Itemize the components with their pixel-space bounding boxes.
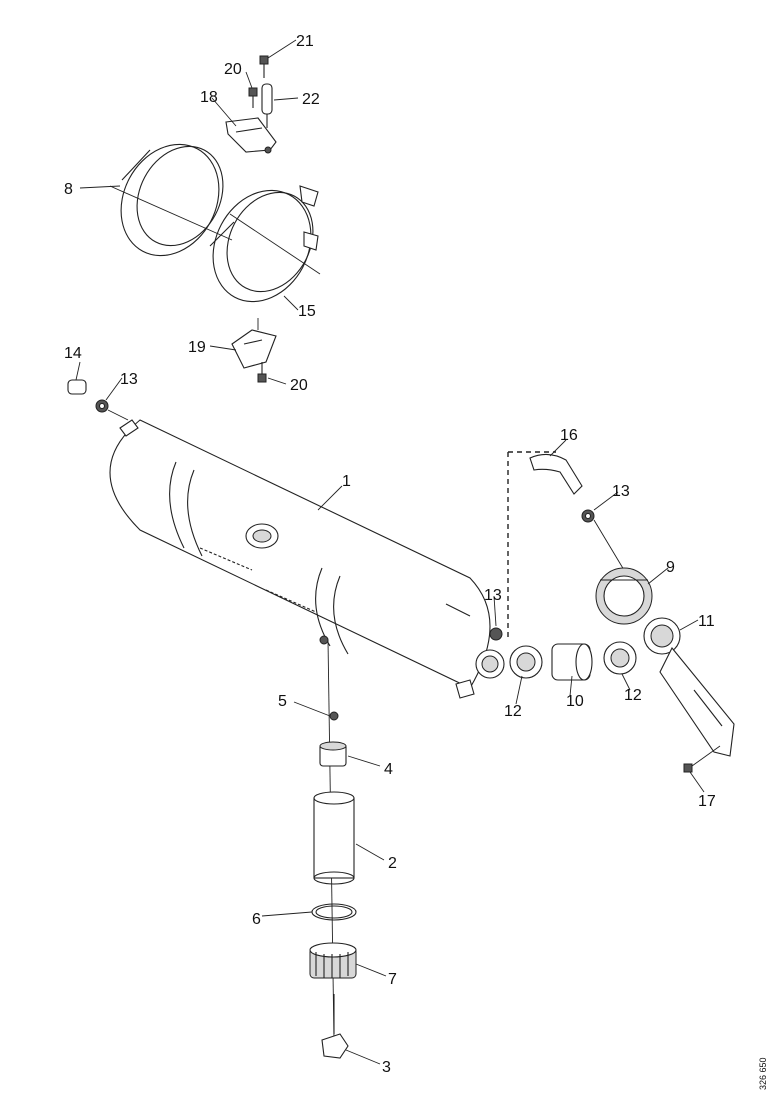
sleeve-2: [313, 791, 355, 885]
callout-10: 10: [566, 693, 584, 710]
cap-nut-7: [309, 942, 357, 979]
nut-5: [329, 711, 339, 721]
clamp-pin-22: [261, 83, 273, 128]
callout-12-right: 12: [624, 687, 642, 704]
bracket-upper: [225, 117, 277, 154]
callout-20-upper: 20: [224, 61, 242, 78]
callout-11: 11: [698, 613, 715, 630]
bolt-20-lower: [257, 362, 267, 383]
strap-ring-8: [109, 143, 235, 257]
callout-7: 7: [388, 971, 397, 988]
callout-6: 6: [252, 911, 261, 928]
callout-13-right: 13: [612, 483, 630, 500]
callout-16: 16: [560, 427, 578, 444]
bolt-21: [259, 55, 269, 78]
callout-9: 9: [666, 559, 675, 576]
callout-19: 19: [188, 339, 206, 356]
callout-21: 21: [296, 33, 314, 50]
hose-16: [529, 453, 583, 495]
callout-13-left: 13: [120, 371, 138, 388]
nut-13-left: [95, 399, 129, 421]
callout-8: 8: [64, 181, 73, 198]
strap-ring-15: [212, 185, 321, 303]
callout-12-left: 12: [504, 703, 522, 720]
callout-2: 2: [388, 855, 397, 872]
callout-18: 18: [200, 89, 218, 106]
callout-3: 3: [382, 1059, 391, 1076]
reference-number: 326 650: [758, 1057, 768, 1090]
bolt-20-upper: [248, 87, 258, 108]
bushing-4: [319, 741, 347, 767]
o-ring-6: [311, 903, 357, 921]
nut-13-tank: [489, 627, 503, 641]
drain-valve-3: [321, 994, 349, 1059]
plug-14: [67, 379, 87, 395]
clip-12-left: [509, 645, 543, 679]
callout-1: 1: [342, 473, 351, 490]
callout-22: 22: [302, 91, 320, 108]
callout-15: 15: [298, 303, 316, 320]
callout-5: 5: [278, 693, 287, 710]
filler-cap-9: [595, 567, 653, 625]
tank-fitting: [475, 649, 505, 679]
screw-17: [683, 745, 721, 773]
neck-11: [643, 617, 735, 757]
clip-12-right: [603, 641, 637, 675]
callout-4: 4: [384, 761, 393, 778]
callout-20-lower: 20: [290, 377, 308, 394]
tube-10: [551, 643, 593, 681]
bracket-19: [231, 318, 277, 369]
callout-17: 17: [698, 793, 716, 810]
dashed-guide: [507, 451, 556, 640]
callout-13-tank: 13: [484, 587, 502, 604]
tank-1: [109, 419, 491, 699]
callout-14: 14: [64, 345, 82, 362]
nut-13-right: [581, 509, 625, 571]
leaders: [75, 39, 705, 1065]
